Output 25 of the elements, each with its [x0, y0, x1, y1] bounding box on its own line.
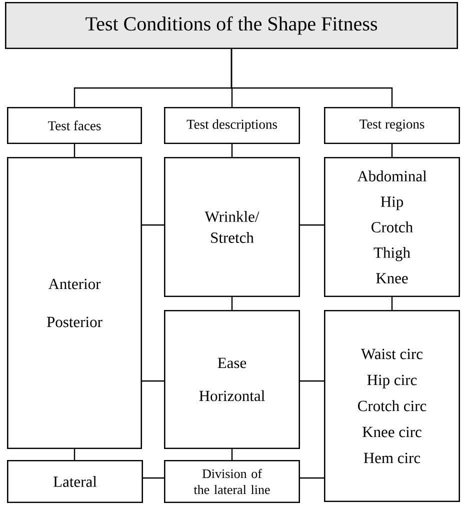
- header-box: Test regions: [324, 107, 460, 144]
- header-box: Test faces: [7, 107, 142, 144]
- process-box: Anterior Posterior: [7, 157, 142, 449]
- connector-line: [74, 449, 76, 460]
- title-box: Test Conditions of the Shape Fitness: [5, 2, 458, 49]
- connector-line: [300, 380, 324, 382]
- connector-line: [231, 144, 233, 157]
- connector-line: [300, 477, 324, 479]
- process-box: Waist circ Hip circ Crotch circ Knee circ Hem circ: [324, 310, 460, 502]
- connector-line: [231, 297, 233, 310]
- connector-line: [300, 224, 324, 226]
- header-box: Test descriptions: [164, 107, 300, 144]
- connector-line: [74, 144, 76, 157]
- connector-line: [391, 144, 393, 157]
- connector-line: [142, 380, 164, 382]
- process-box: Wrinkle/ Stretch: [164, 157, 300, 297]
- connector-line: [231, 449, 233, 460]
- connector-line: [391, 297, 393, 310]
- connector-line: [142, 224, 164, 226]
- process-box: Division of the lateral line: [164, 460, 300, 503]
- process-box: Lateral: [7, 460, 143, 503]
- process-box: Abdominal Hip Crotch Thigh Knee: [324, 157, 460, 297]
- connector-line: [230, 49, 393, 107]
- connector-line: [143, 477, 164, 479]
- process-box: Ease Horizontal: [164, 310, 300, 449]
